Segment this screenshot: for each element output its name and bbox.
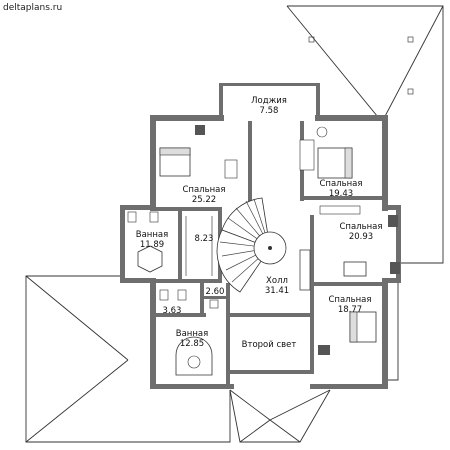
room-area-bedroom-1: 25.22 xyxy=(192,195,216,205)
bathtub-icon xyxy=(137,245,163,273)
room-area-bathroom-2: 12.85 xyxy=(180,339,204,349)
room-name-bedroom-2: Спальная xyxy=(319,179,362,189)
room-area-bathroom-1: 11.89 xyxy=(140,240,164,250)
room-area-closet: 8.23 xyxy=(195,234,214,244)
room-labels: Лоджия 7.58 Спальная 25.22 Спальная 19.4… xyxy=(136,96,383,350)
room-name-bathroom-1: Ванная xyxy=(136,230,168,240)
toilet-icon xyxy=(159,289,169,301)
roof-vent-icon xyxy=(407,88,414,95)
room-area-wc: 2.60 xyxy=(206,287,225,297)
toilet-icon xyxy=(209,299,219,309)
room-area-storage: 3.63 xyxy=(163,306,182,316)
room-name-bathroom-2: Ванная xyxy=(176,329,208,339)
hall-railing xyxy=(299,249,311,291)
room-area-hall: 31.41 xyxy=(265,286,289,296)
cabinet-icon xyxy=(319,205,361,215)
room-name-second-light: Второй свет xyxy=(242,340,297,350)
room-area-bedroom-2: 19.43 xyxy=(329,189,353,199)
sofa-icon xyxy=(299,139,315,171)
armchair-icon xyxy=(388,215,398,227)
roof-vent-icon xyxy=(407,36,414,43)
room-name-hall: Холл xyxy=(266,276,288,286)
bed-icon xyxy=(343,261,367,277)
desk-icon xyxy=(224,159,238,179)
furniture xyxy=(127,125,400,376)
room-area-loggia: 7.58 xyxy=(260,106,279,116)
roof-outlines xyxy=(25,5,444,443)
room-name-bedroom-1: Спальная xyxy=(182,185,225,195)
site-watermark: deltaplans.ru xyxy=(3,3,62,13)
room-name-bedroom-4: Спальная xyxy=(328,295,371,305)
spiral-staircase xyxy=(216,197,287,293)
roof-vent-icon xyxy=(308,36,315,43)
armchair-icon xyxy=(390,262,400,274)
room-area-bedroom-4: 18.77 xyxy=(338,305,362,315)
room-name-loggia: Лоджия xyxy=(251,96,287,106)
walls xyxy=(120,83,401,389)
sink-icon xyxy=(177,289,187,301)
sink-icon xyxy=(149,211,159,223)
chair-icon xyxy=(195,125,205,135)
room-name-bedroom-3: Спальная xyxy=(339,222,382,232)
room-area-bedroom-3: 20.93 xyxy=(349,232,373,242)
plant-icon xyxy=(316,126,328,138)
toilet-icon xyxy=(127,211,137,223)
armchair-icon xyxy=(318,345,330,355)
